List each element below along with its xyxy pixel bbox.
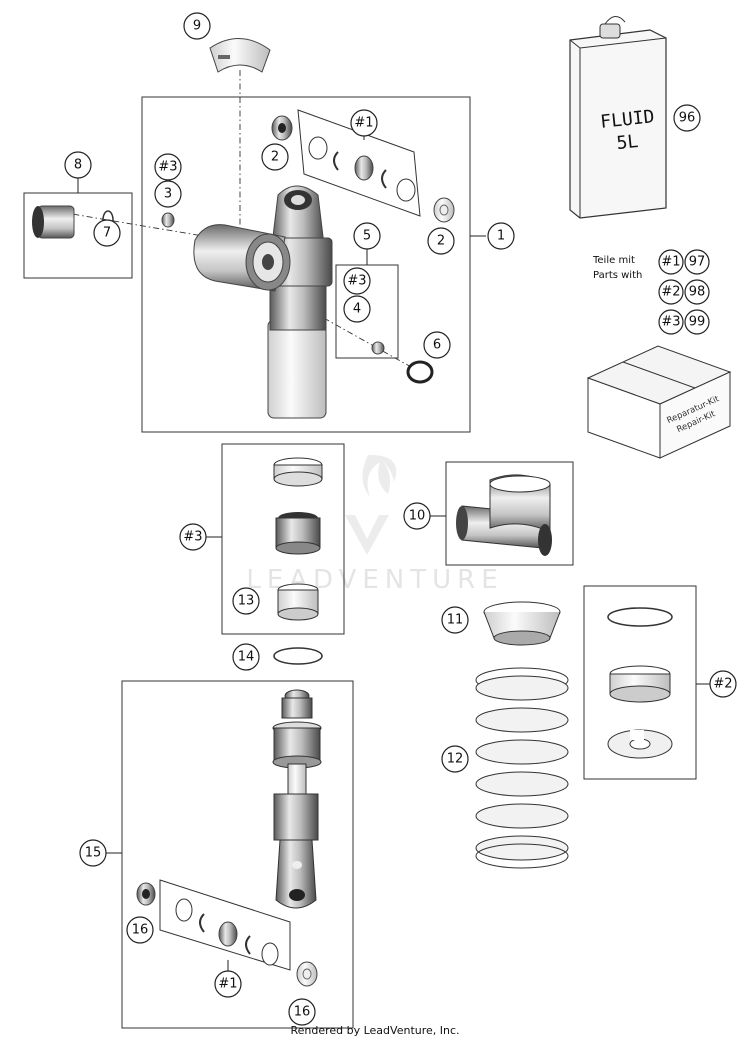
svg-text:#3: #3 — [347, 274, 366, 289]
svg-text:10: 10 — [409, 509, 426, 524]
legend-row-set2: #2 98 — [658, 279, 710, 305]
callout-14: 14 — [232, 643, 260, 671]
svg-text:6: 6 — [433, 338, 441, 353]
svg-text:7: 7 — [103, 226, 111, 241]
callout-6: 6 — [423, 331, 451, 359]
adjuster-housing-part — [456, 474, 552, 556]
spring-preload-parts — [607, 607, 673, 759]
svg-text:13: 13 — [238, 594, 255, 609]
callout-5: 5 — [353, 222, 381, 250]
svg-text:#3: #3 — [158, 160, 177, 175]
svg-text:16: 16 — [294, 1005, 311, 1020]
callout-15: 15 — [79, 839, 107, 867]
callout-set3-valve: #3 — [154, 153, 182, 181]
callout-set3-piston: #3 — [179, 523, 207, 551]
svg-text:2: 2 — [271, 150, 279, 165]
callout-set2: #2 — [709, 670, 737, 698]
svg-text:15: 15 — [85, 846, 102, 861]
callout-11: 11 — [441, 606, 469, 634]
legend-line1: Teile mit — [592, 255, 635, 266]
callout-1: 1 — [487, 222, 515, 250]
callout-9: 9 — [183, 12, 211, 40]
legend-row-set3: #3 99 — [658, 309, 710, 335]
piston-group-frame — [221, 443, 345, 635]
spring-preload-frame — [583, 585, 697, 780]
legend-line2: Parts with — [593, 270, 642, 281]
repair-kit-box: Reparatur-Kit Repair-Kit — [586, 345, 732, 459]
svg-text:99: 99 — [689, 315, 706, 330]
svg-text:1: 1 — [497, 229, 505, 244]
callout-3: 3 — [154, 180, 182, 208]
fluid-can-label-line2: 5L — [616, 131, 640, 154]
svg-text:2: 2 — [437, 234, 445, 249]
callout-7: 7 — [93, 219, 121, 247]
svg-text:#1: #1 — [354, 116, 373, 131]
svg-text:96: 96 — [679, 111, 696, 126]
callout-set1-top: #1 — [350, 109, 378, 137]
callout-2-top: 2 — [261, 143, 289, 171]
callout-2-right: 2 — [427, 227, 455, 255]
callout-10: 10 — [403, 502, 431, 530]
shock-absorber-body — [193, 185, 333, 419]
svg-text:#2: #2 — [661, 285, 680, 300]
retaining-ring-part — [406, 360, 434, 384]
callout-8: 8 — [64, 151, 92, 179]
svg-text:12: 12 — [447, 752, 464, 767]
svg-text:8: 8 — [74, 158, 82, 173]
legend-row-set1: #1 97 — [658, 249, 710, 275]
watermark: LEADVENTURE — [246, 454, 498, 595]
svg-text:14: 14 — [238, 650, 255, 665]
svg-text:#1: #1 — [661, 255, 680, 270]
svg-text:98: 98 — [689, 285, 706, 300]
fluid-can: FLUID 5L — [569, 16, 667, 219]
svg-text:9: 9 — [193, 19, 201, 34]
adjuster-housing-frame — [445, 461, 574, 566]
parts-legend: Teile mit Parts with — [592, 255, 642, 281]
callout-13: 13 — [232, 587, 260, 615]
svg-text:#3: #3 — [661, 315, 680, 330]
svg-text:16: 16 — [132, 923, 149, 938]
svg-text:97: 97 — [689, 255, 706, 270]
shock-body-frame — [141, 96, 471, 433]
svg-text:4: 4 — [353, 302, 361, 317]
svg-text:5: 5 — [363, 229, 371, 244]
bearing-set-top — [271, 109, 455, 223]
protector-sleeve-part — [209, 38, 271, 73]
svg-text:11: 11 — [447, 613, 464, 628]
svg-text:#3: #3 — [183, 530, 202, 545]
callout-12: 12 — [441, 745, 469, 773]
svg-text:#1: #1 — [218, 977, 237, 992]
callout-set3-valve-group: #3 — [343, 267, 371, 295]
svg-text:3: 3 — [164, 187, 172, 202]
piston-parts — [273, 457, 323, 621]
svg-text:#2: #2 — [713, 677, 732, 692]
callout-16-left: 16 — [126, 916, 154, 944]
o-ring-part — [273, 647, 323, 665]
callout-4: 4 — [343, 295, 371, 323]
footer-credit: Rendered by LeadVenture, Inc. — [290, 1024, 460, 1037]
bearing-set-bottom — [136, 879, 318, 987]
spring-retainer-part — [483, 601, 561, 646]
callout-set1-bottom: #1 — [214, 970, 242, 998]
piston-rod-part — [272, 689, 322, 909]
coil-spring-part — [475, 667, 569, 869]
callout-96: 96 — [673, 104, 701, 132]
callout-16-right: 16 — [288, 998, 316, 1026]
piston-rod-frame — [121, 680, 354, 1029]
